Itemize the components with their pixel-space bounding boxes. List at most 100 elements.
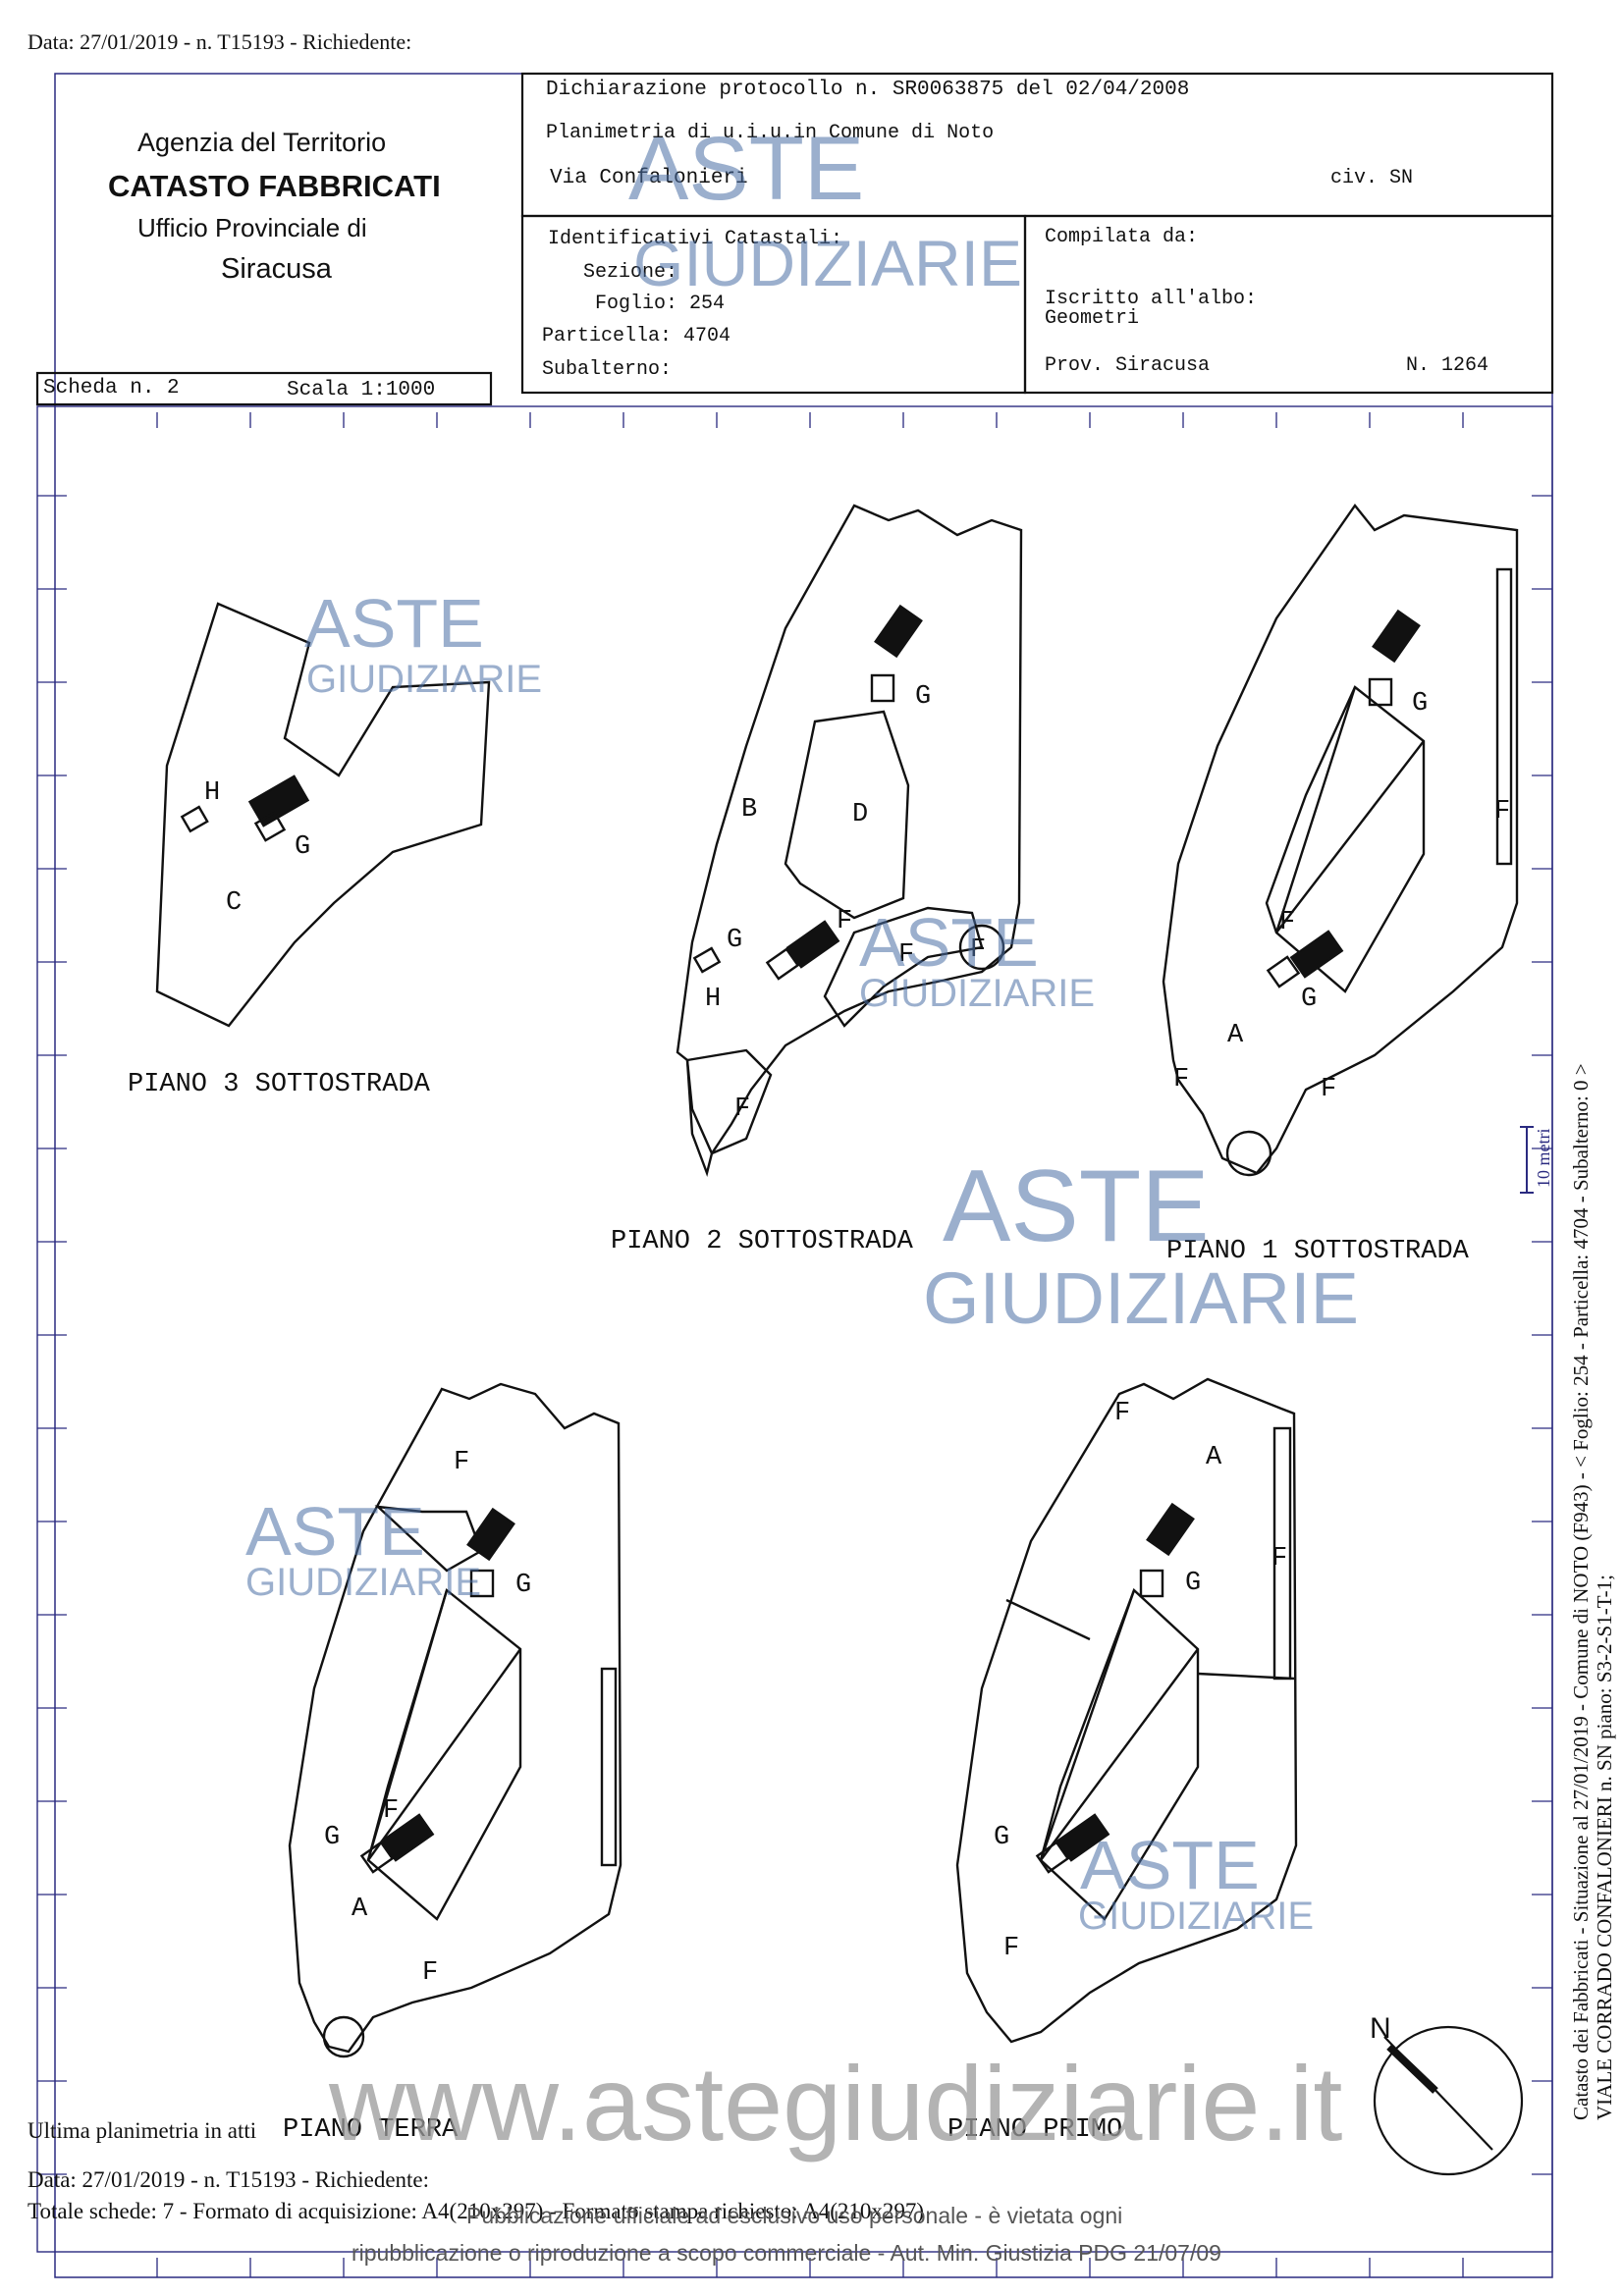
watermark-site: www.astegiudiziarie.it xyxy=(329,2044,1343,2163)
via-label: Via Confalonieri xyxy=(550,167,748,189)
footer-ripubblicazione: ripubblicazione o riproduzione a scopo c… xyxy=(352,2240,1221,2266)
scala-label: Scala 1:1000 xyxy=(287,379,436,401)
lift-p2b xyxy=(765,947,800,981)
watermark-aste-6: ASTE xyxy=(1080,1827,1260,1903)
room-f-p2c: F xyxy=(970,935,987,965)
room-f-pt-b: F xyxy=(383,1796,400,1826)
plan-piano-2 xyxy=(676,504,1023,1178)
plan-pp-outline xyxy=(955,1377,1298,2044)
shaft-p2 xyxy=(692,946,722,974)
room-d-p2 xyxy=(784,710,910,920)
watermark-giudiziarie-5: GIUDIZIARIE xyxy=(245,1561,482,1604)
sezione-label: Sezione: xyxy=(583,261,678,284)
plan-piano-primo xyxy=(955,1377,1298,2044)
albo-number: N. 1264 xyxy=(1406,354,1489,377)
geometri-label: Geometri xyxy=(1045,307,1140,330)
floor-title-primo: PIANO PRIMO xyxy=(947,2115,1123,2145)
footer-totale: Totale schede: 7 - Formato di acquisizio… xyxy=(27,2199,925,2223)
lift-pt-b xyxy=(359,1841,395,1874)
footer-ultima: Ultima planimetria in atti xyxy=(27,2118,257,2143)
side-text-line1: Catasto dei Fabbricati - Situazione al 2… xyxy=(1569,1063,1593,2120)
north-arrow xyxy=(1373,2025,1524,2176)
room-b: B xyxy=(741,795,758,825)
declaration-line: Dichiarazione protocollo n. SR0063875 de… xyxy=(546,79,1190,101)
round-p1 xyxy=(1225,1130,1272,1177)
footer-pubblicazione: Pubblicazione ufficiale ad esclusivo uso… xyxy=(466,2203,1123,2228)
room-a-p1: A xyxy=(1227,1021,1244,1050)
prov-label: Prov. Siracusa xyxy=(1045,354,1211,377)
scale-mark xyxy=(1520,1126,1534,1194)
watermark-giudiziarie-2: GIUDIZIARIE xyxy=(306,658,543,701)
lift-pp-b xyxy=(1035,1841,1070,1874)
plan-p1-outline xyxy=(1162,503,1519,1175)
civ-label: civ. SN xyxy=(1330,167,1414,189)
room-f-p1b: F xyxy=(1494,797,1511,827)
side-text-line2: VIALE CORRADO CONFALONIERI n. SN piano: … xyxy=(1593,1575,1616,2120)
f-room-pt xyxy=(374,1505,483,1573)
room-d: D xyxy=(852,800,869,829)
floor-title-p1: PIANO 1 SOTTOSTRADA xyxy=(1166,1237,1469,1266)
room-f-pp-a: F xyxy=(1114,1399,1131,1428)
room-f-p1a: F xyxy=(1279,908,1296,937)
stair-p3 xyxy=(247,774,310,828)
stair-pt-b xyxy=(380,1813,435,1862)
room-a-pp: A xyxy=(1206,1443,1222,1472)
room-g-pp-b: G xyxy=(994,1823,1010,1852)
watermark-aste-2: ASTE xyxy=(304,585,484,662)
stair-pp-b xyxy=(1055,1813,1110,1862)
room-c: C xyxy=(226,888,243,918)
stair-p1a xyxy=(1372,609,1421,664)
shaft-p3 xyxy=(180,805,209,833)
watermark-aste-4: ASTE xyxy=(943,1149,1210,1263)
floor-title-p3: PIANO 3 SOTTOSTRADA xyxy=(128,1070,430,1099)
compilata-title: Compilata da: xyxy=(1045,226,1199,248)
watermark-giudiziarie-4: GIUDIZIARIE xyxy=(923,1257,1360,1339)
agency-name: Agenzia del Territorio xyxy=(137,128,387,157)
room-f-pt-c: F xyxy=(422,1958,439,1988)
stair-pt-a xyxy=(466,1507,515,1562)
floor-title-terra: PIANO TERRA xyxy=(283,2115,459,2145)
room-f-pt-a: F xyxy=(454,1448,470,1477)
room-g-pp-a: G xyxy=(1185,1569,1202,1598)
scale-mark-label: 10 metri xyxy=(1534,1128,1553,1189)
identificativi-title: Identificativi Catastali: xyxy=(548,228,843,250)
particella-label: Particella: 4704 xyxy=(542,325,731,347)
room-g-pt-b: G xyxy=(324,1823,341,1852)
lift-p1a xyxy=(1368,677,1393,707)
watermark-aste-1: ASTE xyxy=(628,119,865,219)
room-f-p2a: F xyxy=(837,907,853,936)
subalterno-label: Subalterno: xyxy=(542,358,673,381)
floor-title-p2: PIANO 2 SOTTOSTRADA xyxy=(611,1227,913,1256)
room-f-p2d: F xyxy=(734,1095,751,1124)
room-g-p2b: G xyxy=(727,926,743,955)
round-p2 xyxy=(958,924,1005,971)
ufficio-label: Ufficio Provinciale di xyxy=(137,213,367,242)
planimetria-line: Planimetria di u.i.u.in Comune di Noto xyxy=(546,122,995,144)
room-a-pt: A xyxy=(352,1895,368,1924)
foglio-label: Foglio: 254 xyxy=(595,293,726,315)
inner-p1 xyxy=(1265,685,1426,993)
iscritto-label: Iscritto all'albo: xyxy=(1045,288,1258,310)
plan-pt-outline xyxy=(288,1382,622,2054)
watermark-aste-3: ASTE xyxy=(859,904,1039,981)
lift-pt-a xyxy=(469,1569,495,1598)
top-header: Data: 27/01/2019 - n. T15193 - Richieden… xyxy=(27,29,412,54)
room-f-pp-c: F xyxy=(1003,1934,1020,1963)
room-g-p2a: G xyxy=(915,682,932,712)
room-f-p1d: F xyxy=(1321,1075,1337,1104)
watermark-giudiziarie-3: GIUDIZIARIE xyxy=(859,972,1096,1015)
plan-p2-outline xyxy=(676,504,1023,1178)
plan-piano-3 xyxy=(155,602,491,1028)
scheda-number: Scheda n. 2 xyxy=(43,377,180,400)
lift-p3 xyxy=(253,811,287,842)
north-label: N xyxy=(1370,2012,1391,2045)
drawing-frame xyxy=(36,405,1553,2253)
footer-data: Data: 27/01/2019 - n. T15193 - Richieden… xyxy=(27,2167,430,2192)
plan-piano-terra xyxy=(288,1382,622,2058)
frame-ticks xyxy=(37,412,1552,2277)
round-pt xyxy=(322,2015,365,2058)
lift-p1b xyxy=(1266,955,1301,988)
stair-p2b xyxy=(785,920,840,969)
f-strip-pt xyxy=(600,1667,618,1867)
